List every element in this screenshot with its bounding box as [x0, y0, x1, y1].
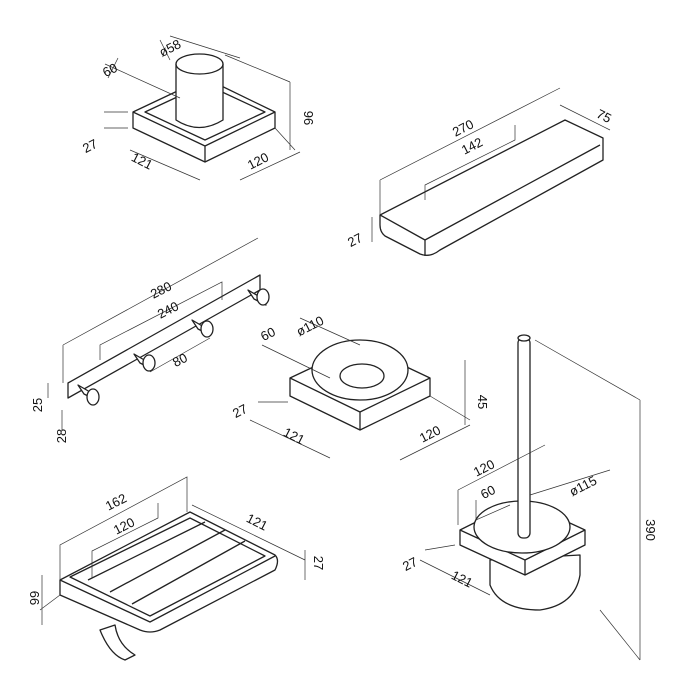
dim-label: 27: [80, 136, 100, 156]
dim-label: 25: [30, 398, 45, 412]
dim-label: 45: [475, 395, 490, 409]
soap-bowl-drawing: 60 ø110 27 121 120 45: [230, 313, 490, 461]
dim-label: 60: [100, 60, 120, 80]
dim-label: 60: [258, 324, 278, 344]
hook: [133, 353, 156, 372]
dim-label: 240: [155, 298, 181, 321]
dim-label: 120: [417, 422, 443, 445]
dim-label: 280: [148, 278, 174, 301]
dim-label: 270: [450, 116, 476, 139]
dim-label: ø110: [294, 313, 326, 339]
dim-label: 60: [478, 482, 498, 502]
dim-label: 27: [311, 556, 326, 570]
dim-label: 390: [643, 519, 658, 541]
dim-label: ø58: [157, 36, 184, 60]
dim-label: 121: [244, 510, 270, 533]
dim-label: 121: [129, 149, 155, 172]
dim-label: 27: [345, 230, 365, 250]
hook: [77, 384, 100, 406]
glass-holder-drawing: ø58 60 27 121 120 96: [80, 35, 316, 181]
dim-label: 121: [281, 424, 307, 447]
dim-label: 66: [27, 591, 42, 605]
soap-dish-drawing: 162 120 121 27 66: [27, 476, 326, 661]
hook: [191, 319, 214, 338]
dim-label: 120: [111, 514, 137, 537]
dim-label: 28: [54, 429, 69, 443]
dim-label: 121: [449, 567, 475, 590]
dim-label: 120: [471, 456, 497, 479]
dim-label: ø115: [567, 473, 599, 499]
dim-label: 27: [230, 401, 250, 421]
dim-label: 120: [245, 149, 271, 172]
dim-label: 80: [170, 350, 190, 370]
dim-label: 96: [301, 111, 316, 125]
dim-label: 27: [400, 554, 420, 574]
shelf-drawing: 270 142 75 27: [345, 87, 614, 256]
hook: [247, 288, 270, 306]
dim-label: 75: [594, 106, 614, 126]
toilet-brush-drawing: 120 60 ø115 27 121 390: [400, 334, 658, 661]
